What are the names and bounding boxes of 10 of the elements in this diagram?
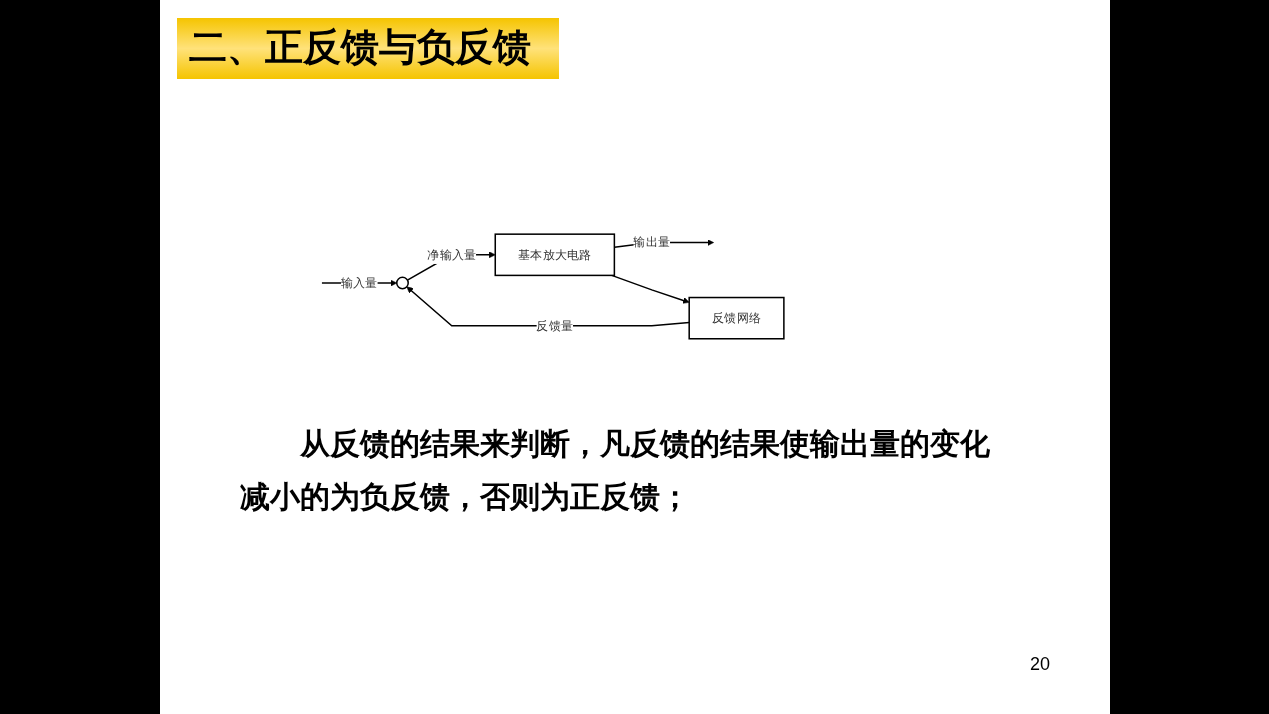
note-text: 从反馈的结果来判断，凡反馈的结果使输出量的变化减小的为负反馈，否则为正反馈； — [240, 425, 991, 516]
edge-label: 输出量 — [633, 234, 671, 250]
slide-title: 二、正反馈与负反馈 — [177, 18, 559, 79]
edge-label: 净输入量 — [427, 247, 477, 262]
page-number: 20 — [1030, 654, 1051, 675]
edge-label: 输入量 — [341, 275, 378, 290]
edge-label: 反馈量 — [536, 318, 574, 333]
node-box: 反馈网络 — [688, 296, 785, 340]
node-box: 基本放大电路 — [494, 233, 616, 277]
node-circle — [396, 276, 409, 290]
